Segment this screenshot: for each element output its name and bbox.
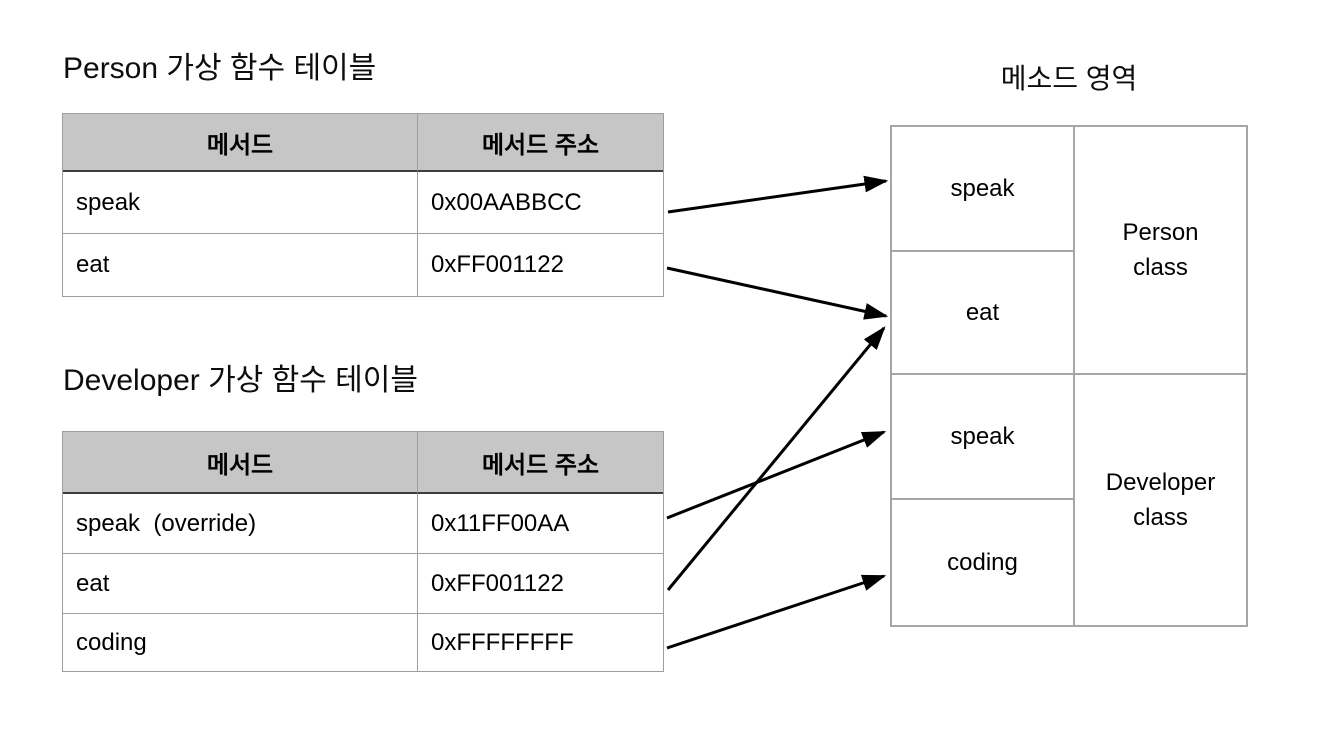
person-vtable-header-address: 메서드 주소 bbox=[418, 114, 663, 172]
arrow-developer-speak-to-method-speak bbox=[666, 430, 887, 520]
developer-vtable-row-eat-address: 0xFF001122 bbox=[418, 554, 663, 614]
arrow-developer-coding-to-method-coding bbox=[666, 574, 887, 650]
arrow-person-eat-to-method-eat bbox=[666, 266, 889, 320]
developer-vtable: 메서드 메서드 주소 speak (override) 0x11FF00AA e… bbox=[62, 431, 664, 672]
person-vtable-row-speak-method: speak bbox=[63, 172, 418, 234]
developer-vtable-header-method: 메서드 bbox=[63, 432, 418, 494]
developer-vtable-row-speak-method: speak (override) bbox=[63, 494, 418, 554]
method-cell-developer-coding: coding bbox=[892, 500, 1075, 625]
method-area-grid: speak Person class eat speak Developer c… bbox=[890, 125, 1248, 627]
arrow-person-speak-to-method-speak bbox=[667, 175, 889, 214]
person-vtable: 메서드 메서드 주소 speak 0x00AABBCC eat 0xFF0011… bbox=[62, 113, 664, 297]
method-cell-person-class: Person class bbox=[1075, 127, 1246, 375]
arrow-developer-eat-to-method-eat bbox=[666, 326, 886, 591]
developer-vtable-row-coding-method: coding bbox=[63, 614, 418, 671]
method-area-title: 메소드 영역 bbox=[1000, 63, 1138, 94]
developer-vtable-row-eat-method: eat bbox=[63, 554, 418, 614]
developer-vtable-row-speak-address: 0x11FF00AA bbox=[418, 494, 663, 554]
person-vtable-title: Person 가상 함수 테이블 bbox=[63, 52, 377, 85]
developer-vtable-header-address: 메서드 주소 bbox=[418, 432, 663, 494]
method-cell-person-eat: eat bbox=[892, 252, 1075, 375]
person-vtable-row-eat-method: eat bbox=[63, 234, 418, 296]
person-vtable-row-speak-address: 0x00AABBCC bbox=[418, 172, 663, 234]
person-vtable-header-method: 메서드 bbox=[63, 114, 418, 172]
person-vtable-row-eat-address: 0xFF001122 bbox=[431, 251, 564, 278]
method-cell-developer-speak: speak bbox=[892, 375, 1075, 500]
developer-vtable-row-coding-address: 0xFFFFFFFF bbox=[431, 628, 574, 656]
method-cell-person-speak: speak bbox=[892, 127, 1075, 252]
method-cell-developer-class: Developer class bbox=[1105, 469, 1216, 531]
developer-vtable-title: Developer 가상 함수 테이블 bbox=[63, 364, 418, 397]
